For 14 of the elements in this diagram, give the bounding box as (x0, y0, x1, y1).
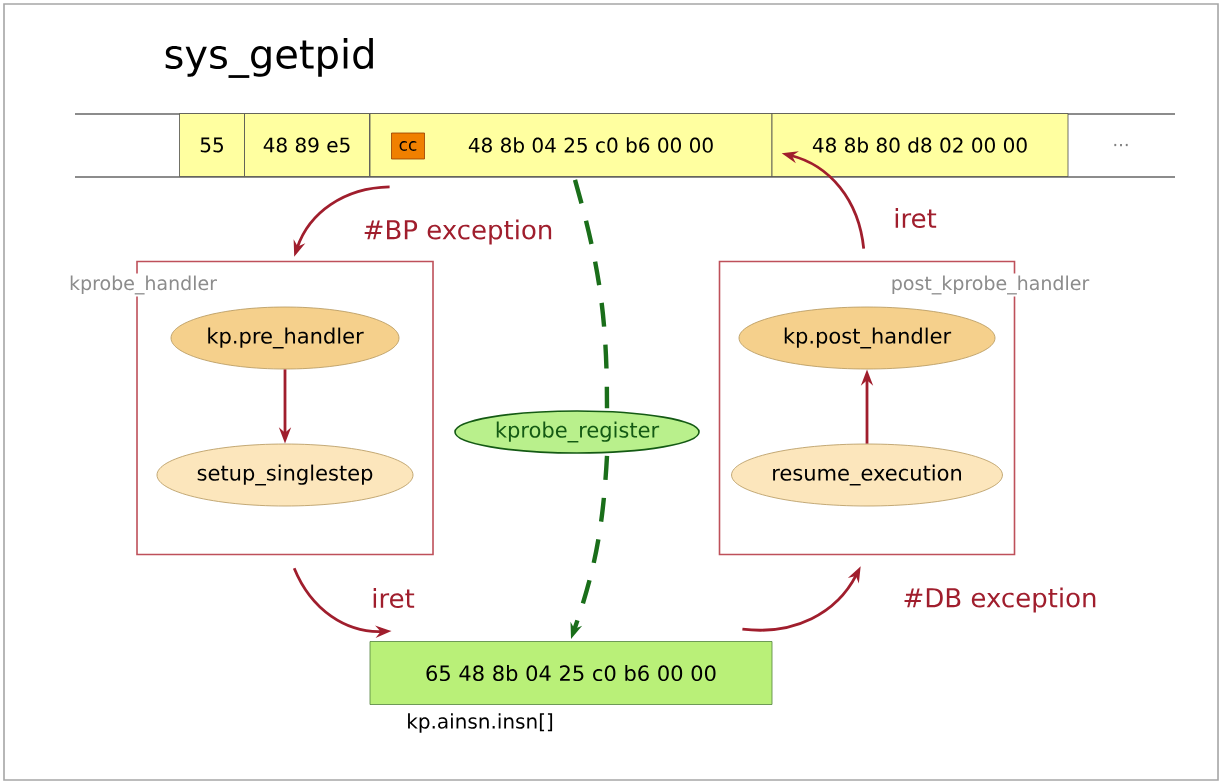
breakpoint-byte: cc (391, 132, 425, 160)
instruction-box: 65 48 8b 04 25 c0 b6 00 00 (369, 641, 773, 705)
edge-label: iret (369, 585, 417, 611)
group-label: kprobe_handler (67, 273, 219, 297)
byte-cell: 48 89 e5 (244, 113, 370, 177)
ellipsis-cell: ... (1114, 143, 1128, 147)
byte-cell: 48 8b 80 d8 02 00 00 (771, 113, 1069, 177)
byte-cell: 55 (179, 113, 245, 177)
buffer-label: kp.ainsn.insn[] (408, 713, 553, 733)
edge-label: iret (891, 205, 939, 231)
group-label: post_kprobe_handler (888, 273, 1092, 297)
title: sys_getpid (165, 38, 373, 78)
edge-label: #BP exception (360, 217, 556, 247)
edge-label: #DB exception (900, 585, 1100, 615)
